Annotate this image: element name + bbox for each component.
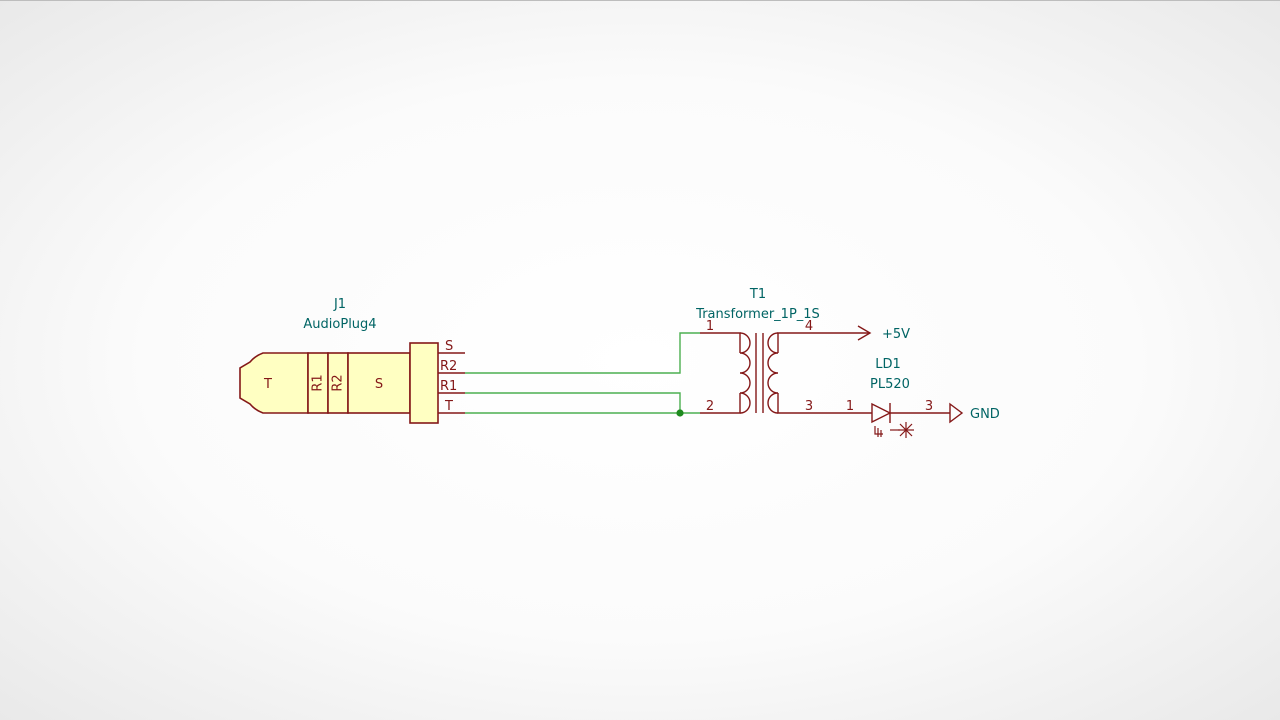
t1-pin4-stub xyxy=(777,332,840,353)
wires xyxy=(465,332,700,417)
j1-audio-plug[interactable]: J1 AudioPlug4 T R1 R2 S S R2 R1 T xyxy=(239,297,465,424)
t1-value: Transformer_1P_1S xyxy=(695,307,820,322)
j1-reference: J1 xyxy=(333,297,346,312)
j1-tip-segment xyxy=(239,352,309,414)
t1-reference: T1 xyxy=(749,287,766,302)
j1-pin-label-r2: R2 xyxy=(440,359,457,374)
j1-pin-label-t: T xyxy=(444,399,453,414)
j1-collar xyxy=(409,342,439,424)
vcc-power-symbol[interactable]: +5V xyxy=(840,325,910,342)
t1-pin-number-2: 2 xyxy=(706,399,714,414)
j1-pin-label-s: S xyxy=(445,339,453,354)
ld1-diode-triangle xyxy=(871,402,892,424)
gnd-label: GND xyxy=(970,407,1000,422)
t1-secondary-coil xyxy=(767,332,779,414)
t1-pin-number-4: 4 xyxy=(805,319,813,334)
wire-r1-to-t1-pin2[interactable] xyxy=(465,392,681,413)
t1-pin-number-1: 1 xyxy=(706,319,714,334)
ld1-value: PL520 xyxy=(870,377,910,392)
j1-sleeve-segment xyxy=(347,352,411,414)
gnd-triangle-icon xyxy=(949,402,964,424)
t1-pin1-stub xyxy=(700,332,741,353)
vcc-label: +5V xyxy=(882,327,910,342)
ld1-laser-diode[interactable]: LD1 PL520 1 3 xyxy=(840,357,950,438)
ld1-photo-mark-icon xyxy=(874,426,883,437)
j1-seg-label-r1: R1 xyxy=(311,374,326,391)
ld1-pin-number-3: 3 xyxy=(925,399,933,414)
j1-seg-label-t: T xyxy=(263,377,272,392)
j1-value: AudioPlug4 xyxy=(303,317,376,332)
t1-pin-number-3: 3 xyxy=(805,399,813,414)
j1-seg-label-s: S xyxy=(375,377,383,392)
junction-dot xyxy=(676,409,684,417)
ld1-emission-star-icon xyxy=(898,422,914,438)
wire-r2-to-t1-pin1[interactable] xyxy=(465,332,700,374)
t1-primary-coil xyxy=(739,332,751,414)
j1-seg-label-r2: R2 xyxy=(331,374,346,391)
t1-transformer[interactable]: T1 Transformer_1P_1S 1 2 4 3 xyxy=(695,287,840,414)
j1-pin-label-r1: R1 xyxy=(440,379,457,394)
ld1-pin-number-1: 1 xyxy=(846,399,854,414)
gnd-power-symbol[interactable]: GND xyxy=(949,402,1000,424)
ld1-reference: LD1 xyxy=(875,357,901,372)
